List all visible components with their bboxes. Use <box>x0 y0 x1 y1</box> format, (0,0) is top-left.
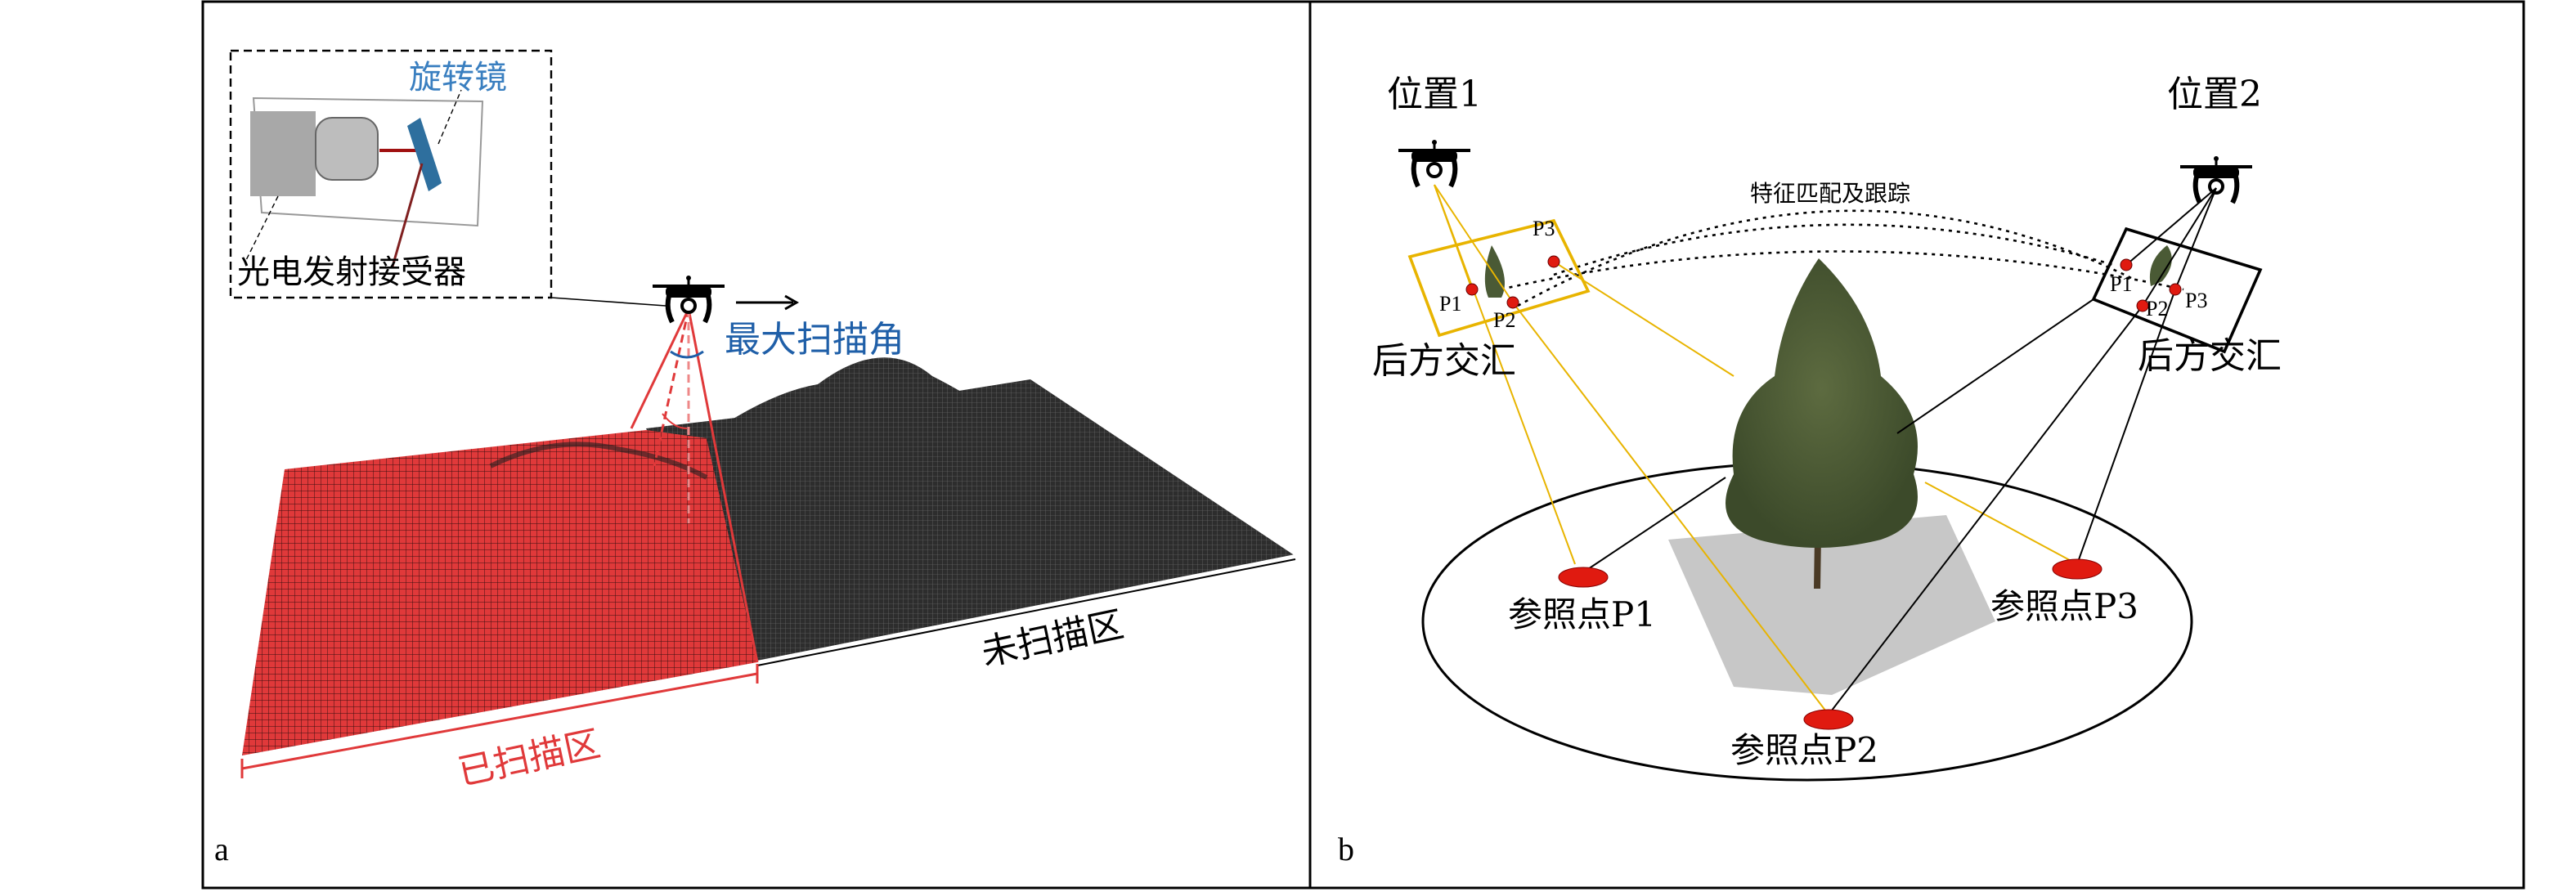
terrain-scanned <box>242 430 757 755</box>
image-points <box>1465 255 2182 312</box>
transceiver-box <box>250 111 316 196</box>
grass-patch <box>1668 515 1995 695</box>
reference-point-p1-marker <box>1558 567 1609 588</box>
panel-a: 最大扫描角 旋转镜 光电发射接受器 已扫描区 未扫描区 a <box>214 49 1296 867</box>
feature-matching-label: 特征匹配及跟踪 <box>1750 180 1910 207</box>
scanned-extent-line <box>241 672 758 770</box>
scanner-inset: 旋转镜 光电发射接受器 <box>229 49 666 307</box>
resection-right-label: 后方交汇 <box>2138 335 2282 377</box>
image-point-p3-right: P3 <box>2185 289 2207 312</box>
image-frame-position-2 <box>2091 226 2263 354</box>
resection-rays <box>1434 184 2217 715</box>
position-1-label: 位置1 <box>1387 74 1482 115</box>
position-2-label: 位置2 <box>2167 74 2262 115</box>
tree-image <box>1726 258 1918 589</box>
resection-left-label: 后方交汇 <box>1372 340 1516 382</box>
image-frame-position-1 <box>1407 218 1591 338</box>
max-scan-angle-label: 最大扫描角 <box>725 319 904 361</box>
terrain-unscanned <box>646 357 1295 662</box>
reference-point-p3-marker <box>2052 558 2103 580</box>
reference-point-p3-label: 参照点P3 <box>1990 586 2138 626</box>
rotating-mirror <box>407 118 442 191</box>
reference-point-p1-label: 参照点P1 <box>1508 594 1656 634</box>
image-point-p2-right: P2 <box>2146 297 2168 320</box>
panel-b: 特征匹配及跟踪 位置1 位置2 <box>1338 74 2282 867</box>
reference-point-p2-label: 参照点P2 <box>1730 730 1878 770</box>
image-point-p1-left: P1 <box>1439 292 1461 316</box>
scanned-area-label: 已扫描区 <box>455 723 604 793</box>
figure-frame <box>201 0 2525 890</box>
reference-point-p2-marker <box>1803 709 1854 730</box>
rotating-mirror-label: 旋转镜 <box>409 59 507 96</box>
panel-b-label: b <box>1338 831 1354 867</box>
scan-beams <box>630 308 759 663</box>
feature-tracking-arcs <box>1492 209 2184 307</box>
image-point-p3-left: P3 <box>1533 217 1555 240</box>
drone-icon-position-2 <box>2180 156 2252 203</box>
panel-a-label: a <box>214 831 229 867</box>
drone-icon-position-1 <box>1398 140 1470 186</box>
image-point-p1-right: P1 <box>2110 272 2132 296</box>
image-point-p2-left: P2 <box>1493 308 1515 332</box>
transceiver-label: 光电发射接受器 <box>237 253 466 291</box>
